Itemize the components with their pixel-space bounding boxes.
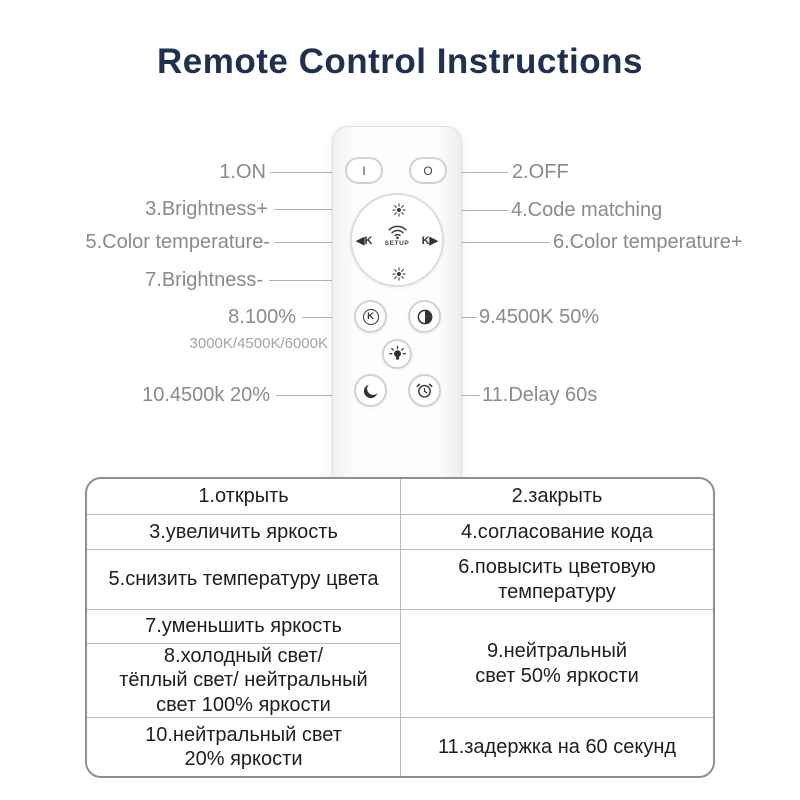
- instruction-table: 1.открыть 2.закрыть 3.увеличить яркость …: [85, 477, 715, 778]
- table-cell-6: 6.повысить цветовую температуру: [400, 549, 713, 609]
- callout-line: [444, 242, 550, 243]
- callout-100-percent: 8.100%: [228, 306, 296, 328]
- bulb-icon: [388, 345, 407, 364]
- callout-on: 1.ON: [219, 161, 266, 183]
- callout-line: [432, 210, 508, 211]
- white-100-button: K: [354, 300, 387, 333]
- power-off-glyph: O: [423, 163, 433, 178]
- light-button: [382, 339, 412, 369]
- callout-line: [448, 172, 508, 173]
- page-title: Remote Control Instructions: [156, 42, 644, 81]
- setup-button: SETUP: [352, 224, 442, 248]
- table-cell-4: 4.согласование кода: [400, 514, 713, 549]
- callout-line: [276, 395, 352, 396]
- table-cell-3: 3.увеличить яркость: [87, 514, 400, 549]
- power-on-glyph: I: [362, 163, 366, 178]
- brightness-down-icon: [392, 267, 406, 281]
- callout-line: [274, 209, 382, 210]
- alarm-clock-icon: [415, 381, 434, 400]
- neutral-50-button: [408, 300, 441, 333]
- table-cell-5: 5.снизить температуру цвета: [87, 549, 400, 609]
- table-cell-1: 1.открыть: [198, 485, 289, 508]
- table-cell-11: 11.задержка на 60 секунд: [400, 717, 713, 776]
- callout-off: 2.OFF: [512, 161, 569, 183]
- callout-line: [269, 280, 383, 281]
- power-off-button: O: [409, 157, 447, 184]
- power-on-button: I: [345, 157, 383, 184]
- callout-line: [270, 172, 344, 173]
- table-cell-10: 10.нейтральный свет 20% яркости: [87, 717, 400, 776]
- callout-color-temp-minus: 5.Color temperature-: [85, 231, 270, 253]
- k-circle-icon: K: [362, 308, 379, 325]
- table-cell-7: 7.уменьшить яркость: [87, 609, 400, 643]
- contrast-icon: [416, 308, 434, 326]
- callout-delay-60s: 11.Delay 60s: [482, 384, 598, 406]
- table-cell-9: 9.нейтральный свет 50% яркости: [400, 609, 713, 717]
- moon-icon: [362, 382, 380, 400]
- callout-100-percent-sub: 3000K/4500K/6000K: [189, 335, 328, 352]
- callout-brightness-plus: 3.Brightness+: [145, 198, 268, 220]
- color-temp-down-key: ◀K: [356, 235, 373, 247]
- callout-4500k-50: 9.4500K 50%: [479, 306, 600, 328]
- table-cell-8: 8.холодный свет/ тёплый свет/ нейтральны…: [87, 643, 400, 717]
- callout-brightness-minus: 7.Brightness-: [145, 269, 263, 291]
- setup-label: SETUP: [384, 240, 410, 247]
- color-temp-up-key: K▶: [421, 235, 438, 247]
- delay-button: [408, 374, 441, 407]
- wifi-icon: [387, 224, 408, 240]
- callout-color-temp-plus: 6.Color temperature+: [553, 231, 743, 253]
- callout-4500k-20: 10.4500k 20%: [142, 384, 270, 406]
- brightness-up-icon: [392, 203, 406, 217]
- remote-control: I O: [332, 126, 462, 490]
- callout-line: [302, 317, 352, 318]
- callout-line: [274, 242, 350, 243]
- table-cell-2: 2.закрыть: [400, 479, 713, 514]
- dpad: ◀K K▶ SETUP: [350, 193, 444, 287]
- night-light-button: [354, 374, 387, 407]
- callout-code-matching: 4.Code matching: [511, 199, 663, 221]
